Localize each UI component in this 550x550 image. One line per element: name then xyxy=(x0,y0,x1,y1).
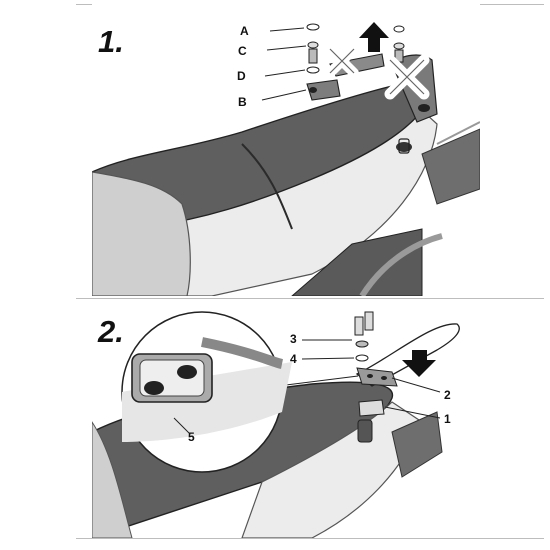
step-1-number: 1. xyxy=(98,24,124,59)
step-divider-rule xyxy=(76,298,544,299)
step-2-number: 2. xyxy=(98,314,124,349)
part-label-b: B xyxy=(238,95,247,109)
part-label-3: 3 xyxy=(290,332,297,346)
arrow-down-icon xyxy=(402,350,436,377)
part-label-a: A xyxy=(240,24,249,38)
arrow-up-icon xyxy=(359,22,389,52)
part-label-2: 2 xyxy=(444,388,451,402)
step-1-panel: 1. A C D B xyxy=(92,4,480,296)
step-1-drawing xyxy=(92,23,480,296)
step-2-drawing xyxy=(92,311,460,538)
part-label-1: 1 xyxy=(444,412,451,426)
cross-icon xyxy=(325,44,430,100)
step-2-panel: 2. 3 4 2 1 5 xyxy=(92,302,480,538)
bottom-frame-rule xyxy=(76,538,544,539)
part-label-d: D xyxy=(237,69,246,83)
part-label-4: 4 xyxy=(290,352,297,366)
detail-label-5: 5 xyxy=(188,430,195,444)
part-label-c: C xyxy=(238,44,247,58)
